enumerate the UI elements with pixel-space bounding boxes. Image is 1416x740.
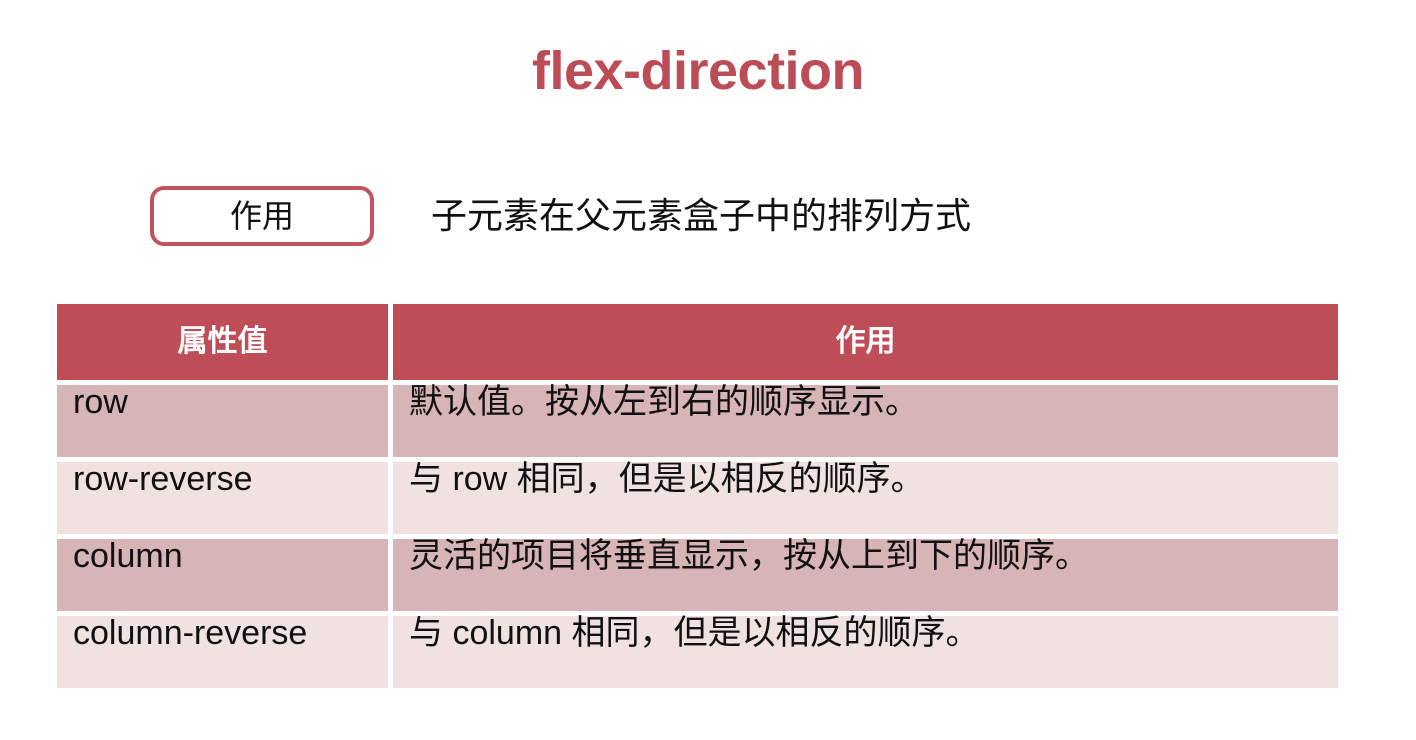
subtitle-row: 作用 子元素在父元素盒子中的排列方式: [150, 186, 971, 246]
table-header-row: 属性值 作用: [57, 304, 1338, 380]
table-row-gap: [57, 457, 1338, 462]
table-cell-property-value: column: [57, 539, 388, 611]
table-row-gap-cell: [388, 380, 1338, 385]
table-row-gap-cell: [388, 457, 1338, 462]
table-cell-property-value: row-reverse: [57, 462, 388, 534]
table-row-gap-cell: [57, 457, 388, 462]
role-badge: 作用: [150, 186, 374, 246]
role-badge-label: 作用: [229, 198, 294, 234]
table-row-gap: [57, 611, 1338, 616]
table-row-gap-cell: [57, 534, 388, 539]
table-cell-effect: 灵活的项目将垂直显示，按从上到下的顺序。: [388, 539, 1338, 611]
table-cell-property-value: column-reverse: [57, 616, 388, 688]
table-header-property-value: 属性值: [57, 304, 388, 380]
table-row-gap: [57, 380, 1338, 385]
flex-direction-table: 属性值 作用 row 默认值。按从左到右的顺序显示。 row-reverse 与…: [57, 304, 1338, 688]
table-row-gap-cell: [388, 611, 1338, 616]
table-row: row 默认值。按从左到右的顺序显示。: [57, 385, 1338, 457]
table-row: column-reverse 与 column 相同，但是以相反的顺序。: [57, 616, 1338, 688]
table-cell-property-value: row: [57, 385, 388, 457]
table-row-gap-cell: [57, 380, 388, 385]
table-cell-effect: 默认值。按从左到右的顺序显示。: [388, 385, 1338, 457]
table-row-gap-cell: [57, 611, 388, 616]
table-row-gap: [57, 534, 1338, 539]
table-row-gap-cell: [388, 534, 1338, 539]
table-row: row-reverse 与 row 相同，但是以相反的顺序。: [57, 462, 1338, 534]
table-row: column 灵活的项目将垂直显示，按从上到下的顺序。: [57, 539, 1338, 611]
subtitle-description: 子元素在父元素盒子中的排列方式: [431, 195, 972, 236]
page-title: flex-direction: [531, 41, 865, 101]
table-header-effect: 作用: [388, 304, 1338, 380]
table-cell-effect: 与 row 相同，但是以相反的顺序。: [388, 462, 1338, 534]
table-cell-effect: 与 column 相同，但是以相反的顺序。: [388, 616, 1338, 688]
